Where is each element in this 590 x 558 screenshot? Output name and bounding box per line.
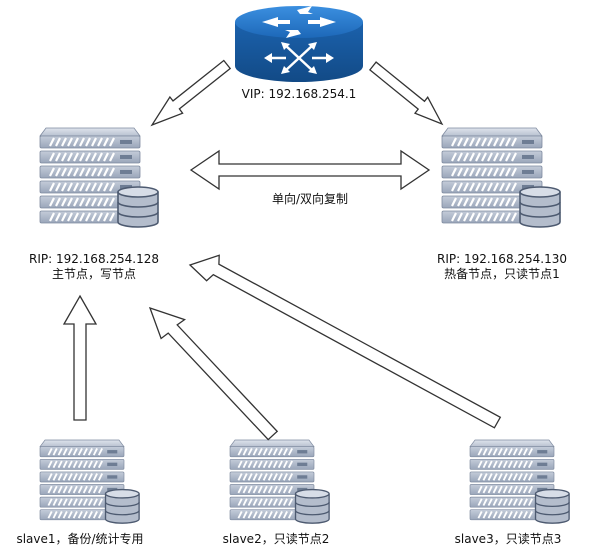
arrow-slave3-to-master (188, 254, 502, 429)
standby-server-icon (442, 128, 560, 227)
arrow-router-to-standby (368, 61, 444, 126)
arrow-bidirectional-replication (189, 149, 431, 191)
standby-role-label: 热备节点，只读节点1 (444, 267, 560, 281)
slave2-server-icon (230, 440, 329, 523)
slave1-server-icon (40, 440, 139, 523)
master-role-label: 主节点，写节点 (51, 267, 136, 281)
replication-link-label: 单向/双向复制 (271, 192, 349, 206)
master-server-icon (40, 128, 158, 227)
slave3-label: slave3，只读节点3 (454, 532, 562, 546)
standby-ip-label: RIP: 192.168.254.130 (436, 252, 568, 266)
slave3-server-icon (470, 440, 569, 523)
arrow-slave1-to-master (62, 294, 98, 421)
slave1-label: slave1，备份/统计专用 (16, 532, 144, 546)
arrow-slave2-to-master (148, 306, 279, 441)
router-vip-label: VIP: 192.168.254.1 (241, 87, 357, 101)
arrow-router-to-master (150, 59, 232, 127)
router-icon (235, 6, 363, 82)
slave2-label: slave2，只读节点2 (222, 532, 330, 546)
master-ip-label: RIP: 192.168.254.128 (28, 252, 160, 266)
